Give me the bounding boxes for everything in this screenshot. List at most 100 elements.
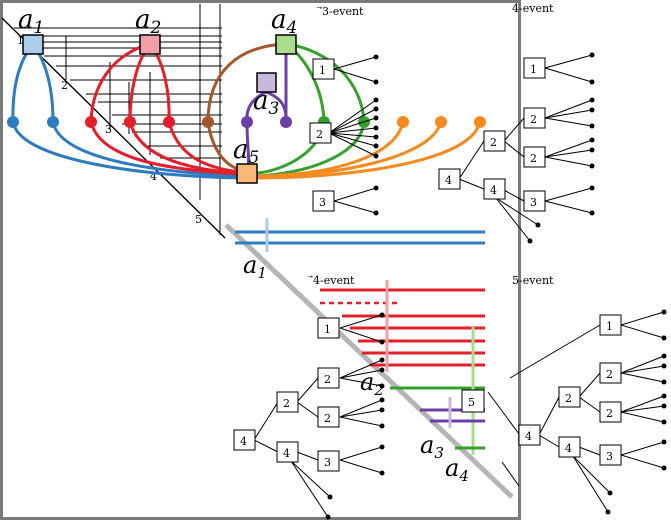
tree5-box-5 — [461, 389, 485, 413]
tree4a-box-4b — [276, 441, 299, 463]
tree4a-box-4a — [233, 429, 256, 451]
tree-four-arrow-event-dots — [325, 312, 385, 520]
node-a5-box — [236, 163, 258, 184]
tree4a-label-4b: 4 — [283, 447, 290, 460]
tree4-label-4a: 4 — [445, 174, 452, 187]
blue-long-inner — [51, 120, 242, 178]
tree5-label-3: 3 — [606, 450, 613, 463]
node-a4-box — [275, 34, 297, 55]
tree5-box-4a — [518, 424, 541, 446]
four-event-arrow-label: ⃗4-event — [307, 274, 355, 287]
tree5-box-2b — [599, 401, 622, 423]
tree5-box-4b — [558, 436, 581, 458]
tree5-box-2c — [558, 386, 581, 408]
tree5-box-2a — [599, 362, 622, 384]
arc-dots — [7, 116, 486, 128]
green-arc-left — [284, 42, 326, 124]
tree4a-label-1: 1 — [324, 323, 331, 336]
mid-a2-label: a2 — [360, 368, 384, 399]
orange-dot-1 — [397, 116, 409, 128]
tree5-box-1 — [599, 314, 622, 336]
tree3-box-1 — [312, 58, 335, 80]
orange-long-3 — [256, 120, 482, 180]
tree4-box-1 — [523, 57, 546, 79]
five-event-label: 5-event — [512, 274, 554, 287]
tree4-box-3 — [523, 190, 546, 212]
orange-dot-2 — [435, 116, 447, 128]
tree5-label-1: 1 — [606, 320, 613, 333]
axis-number-5: 5 — [195, 213, 202, 226]
mid-a1-label: a1 — [243, 251, 267, 282]
tree4-label-1: 1 — [530, 63, 537, 76]
tree4a-label-3: 3 — [324, 456, 331, 469]
tree-five-event-dots — [605, 309, 667, 515]
axis-number-1: 1 — [17, 34, 24, 47]
red-long-3 — [167, 120, 242, 174]
red-dot-3 — [163, 116, 175, 128]
tree5-label-2b: 2 — [606, 407, 613, 420]
four-event-label-top: 4-event — [512, 2, 554, 15]
node-a1-label: a1 — [18, 5, 44, 38]
three-event-label: ⃗3-event — [316, 5, 364, 18]
tree4-box-2c — [483, 130, 506, 152]
tree3-label-3: 3 — [319, 196, 326, 209]
tree3-label-1: 1 — [319, 64, 326, 77]
outer-frame — [0, 0, 521, 520]
tree4a-label-2b: 2 — [324, 412, 331, 425]
node-a1-box — [22, 34, 44, 55]
tree4-label-2c: 2 — [490, 136, 497, 149]
staircase-lines — [14, 27, 222, 173]
axis-number-2: 2 — [61, 79, 68, 92]
tree4-label-2a: 2 — [530, 113, 537, 126]
red-arc-1 — [89, 42, 152, 124]
brown-arc — [206, 42, 288, 124]
tree-three-event-dots — [373, 54, 379, 216]
middle-lines — [235, 218, 485, 455]
tree4-box-2b — [523, 146, 546, 168]
mid-a3-label: a3 — [420, 431, 444, 462]
tree3-label-2: 2 — [316, 128, 323, 141]
tree4-box-4a — [438, 168, 461, 190]
mid-a4-label: a4 — [445, 454, 469, 485]
blue-long-outer — [11, 120, 242, 180]
purple-dot-1 — [241, 116, 253, 128]
green-arc-right — [284, 42, 366, 124]
tree3-box-2 — [309, 122, 332, 144]
red-dot-2 — [124, 116, 136, 128]
tree5-label-5: 5 — [468, 396, 475, 409]
orange-long-2 — [256, 120, 443, 179]
tree5-box-3 — [599, 444, 622, 466]
red-long-1 — [89, 120, 242, 176]
tree4-box-2a — [523, 107, 546, 129]
tree5-label-2a: 2 — [606, 368, 613, 381]
node-a3-label: a3 — [253, 86, 279, 119]
blue-dot-1 — [7, 116, 19, 128]
node-a4-label: a4 — [271, 5, 297, 38]
tree3-box-3 — [312, 190, 335, 212]
tree5-label-4a: 4 — [525, 430, 532, 443]
brown-dot — [202, 116, 214, 128]
tree-three-event — [328, 56, 377, 214]
tree-four-event — [458, 54, 593, 242]
tree4a-box-1 — [317, 317, 340, 339]
gray-diagonal — [224, 223, 514, 499]
tree-four-event-dots — [527, 52, 595, 244]
red-dot-1 — [85, 116, 97, 128]
axis-number-3: 3 — [105, 123, 112, 136]
orange-dot-3 — [474, 116, 486, 128]
tree5-label-2c: 2 — [565, 392, 572, 405]
tree5-label-4b: 4 — [565, 442, 572, 455]
tree-four-arrow-event — [253, 314, 383, 518]
tree4a-box-3 — [317, 450, 340, 472]
node-a2-box — [139, 34, 161, 55]
tree4a-label-2a: 2 — [324, 373, 331, 386]
tree4a-box-2b — [317, 406, 340, 428]
tree4a-box-2a — [317, 367, 340, 389]
node-a2-label: a2 — [135, 5, 161, 38]
tree4a-box-2c — [276, 391, 299, 413]
red-long-2 — [128, 120, 242, 175]
tree4a-label-2c: 2 — [283, 397, 290, 410]
tree-five-event — [487, 311, 665, 513]
purple-dot-2 — [280, 116, 292, 128]
